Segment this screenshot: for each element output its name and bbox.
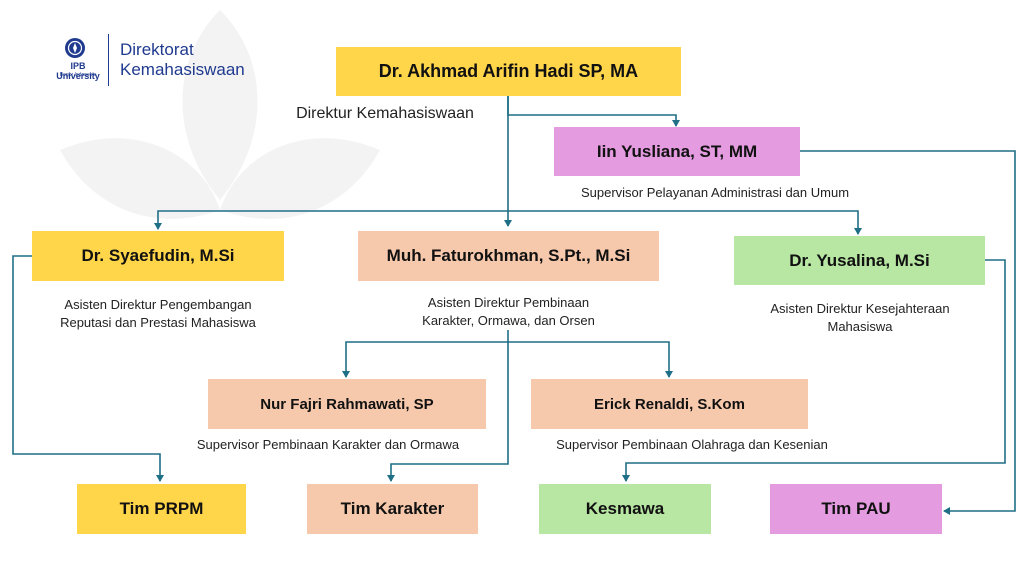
university-city: Bogor Indonesia — [59, 72, 97, 78]
assistant-reputasi-box: Dr. Syaefudin, M.Si — [32, 231, 284, 281]
header-logo: IPB University Bogor Indonesia Direktora… — [50, 34, 250, 90]
admin-supervisor-role: Supervisor Pelayanan Administrasi dan Um… — [580, 185, 850, 200]
supervisor-olahraga-role: Supervisor Pembinaan Olahraga dan Keseni… — [556, 437, 828, 452]
connector-kesejahteraan-to-kesmawa — [622, 259, 1006, 482]
connector-reputasi-to-prpm — [12, 255, 164, 482]
team-karakter-box: Tim Karakter — [307, 484, 478, 534]
team-pau-box: Tim PAU — [770, 484, 942, 534]
supervisor-karakter-name: Nur Fajri Rahmawati, SP — [260, 395, 434, 413]
connector-admin-to-pau — [800, 150, 1016, 515]
assistant-kesejahteraan-box: Dr. Yusalina, M.Si — [734, 236, 985, 285]
connector-director-to-admin — [507, 96, 680, 127]
connector-karakter-to-nur — [342, 330, 509, 378]
assistant-karakter-name: Muh. Faturokhman, S.Pt., M.Si — [386, 246, 631, 265]
team-kesmawa-box: Kesmawa — [539, 484, 711, 534]
team-kesmawa-label: Kesmawa — [585, 499, 665, 518]
ipb-emblem-icon — [65, 38, 85, 58]
admin-supervisor-name: Iin Yusliana, ST, MM — [596, 141, 758, 161]
assistant-karakter-box: Muh. Faturokhman, S.Pt., M.Si — [358, 231, 659, 281]
assistant-reputasi-role-line1: Asisten Direktur Pengembangan — [64, 297, 252, 312]
connector-karakter-to-erick — [508, 341, 673, 378]
director-role: Direktur Kemahasiswaan — [296, 105, 474, 122]
logo-divider — [108, 34, 109, 86]
connector-bus-to-reputasi — [154, 210, 508, 230]
unit-name-line1: Direktorat — [120, 40, 194, 59]
director-box: Dr. Akhmad Arifin Hadi SP, MA — [336, 47, 681, 96]
team-pau-label: Tim PAU — [821, 499, 891, 518]
supervisor-olahraga-box: Erick Renaldi, S.Kom — [531, 379, 808, 429]
connector-karakter-to-tim-karakter — [387, 342, 509, 482]
admin-supervisor-box: Iin Yusliana, ST, MM — [554, 127, 800, 176]
connector-bus-to-kesejahteraan — [508, 210, 862, 235]
university-name: IPB University — [56, 61, 100, 81]
watermark-leaf-graphic — [60, 10, 380, 219]
assistant-kesejahteraan-role-line1: Asisten Direktur Kesejahteraan — [770, 301, 950, 316]
assistant-karakter-role-line2: Karakter, Ormawa, dan Orsen — [422, 313, 595, 328]
director-name: Dr. Akhmad Arifin Hadi SP, MA — [378, 61, 639, 81]
assistant-kesejahteraan-name: Dr. Yusalina, M.Si — [789, 250, 930, 270]
team-karakter-label: Tim Karakter — [340, 499, 445, 518]
supervisor-karakter-box: Nur Fajri Rahmawati, SP — [208, 379, 486, 429]
unit-name-line2: Kemahasiswaan — [120, 60, 245, 79]
assistant-reputasi-role-line2: Reputasi dan Prestasi Mahasiswa — [60, 315, 256, 330]
team-prpm-label: Tim PRPM — [119, 499, 204, 518]
assistant-reputasi-name: Dr. Syaefudin, M.Si — [81, 246, 235, 265]
assistant-karakter-role-line1: Asisten Direktur Pembinaan — [427, 295, 590, 310]
team-prpm-box: Tim PRPM — [77, 484, 246, 534]
supervisor-karakter-role: Supervisor Pembinaan Karakter dan Ormawa — [196, 437, 460, 452]
supervisor-olahraga-name: Erick Renaldi, S.Kom — [594, 395, 745, 413]
assistant-kesejahteraan-role-line2: Mahasiswa — [827, 319, 893, 334]
